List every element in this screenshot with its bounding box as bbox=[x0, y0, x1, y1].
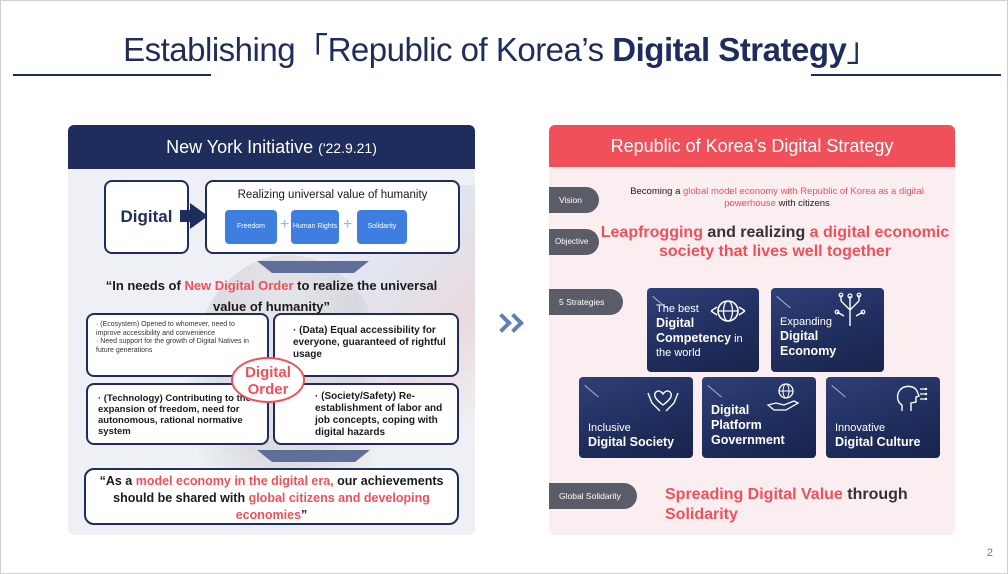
arrow-right-icon bbox=[180, 203, 208, 229]
objective-highlight-2: a digital economic society that lives we… bbox=[658, 224, 950, 260]
tile-label: Expanding Digital Economy bbox=[780, 315, 836, 359]
tile-accent-line bbox=[831, 385, 846, 398]
global-text-b: through bbox=[842, 486, 908, 503]
tile-label: The best Digital Competency in the world bbox=[656, 302, 743, 360]
order-line2: Order bbox=[247, 381, 289, 398]
quote1-text-b: to realize the universal value of humani… bbox=[212, 278, 438, 314]
strategy-tile-digital-society: Inclusive Digital Society bbox=[579, 377, 693, 458]
plus-icon: + bbox=[280, 216, 290, 233]
value-solidarity: Solidarity bbox=[357, 210, 407, 244]
objective-text-b: and realizing bbox=[702, 224, 810, 241]
quote2-text-a: “As a bbox=[99, 474, 136, 488]
title-bold: Digital Strategy bbox=[612, 31, 847, 68]
ecosystem-cell: · (Ecosystem) Opened to whomever, need t… bbox=[86, 313, 269, 377]
tile-label: Digital Platform Government bbox=[711, 403, 785, 448]
hand-globe-icon bbox=[766, 381, 802, 417]
quote2-highlight-1: model economy in the digital era, bbox=[135, 474, 334, 488]
tile1-bottom: the world bbox=[656, 347, 701, 359]
strategy-tile-digital-competency: The best Digital Competency in the world bbox=[647, 288, 759, 372]
order-line1: Digital bbox=[245, 364, 291, 381]
down-arrow-icon bbox=[257, 261, 369, 345]
new-york-initiative-panel: New York Initiative ('22.9.21) Digital R… bbox=[68, 125, 475, 535]
vision-highlight: global model economy with Republic of Ko… bbox=[683, 186, 924, 209]
digital-box: Digital bbox=[104, 180, 189, 254]
circuit-icon bbox=[833, 292, 867, 332]
plus-icon: + bbox=[343, 216, 353, 233]
global-solidarity-text: Spreading Digital Value through Solidari… bbox=[665, 485, 955, 525]
korea-digital-strategy-panel: Republic of Korea’s Digital Strategy Vis… bbox=[549, 125, 955, 535]
objective-text: Leapfrogging and realizing a digital eco… bbox=[595, 223, 955, 261]
global-highlight-2: Solidarity bbox=[665, 506, 738, 523]
left-panel-header: New York Initiative ('22.9.21) bbox=[68, 125, 475, 169]
title-prefix: Establishing「Republic of Korea’s bbox=[123, 31, 613, 68]
value-human-rights: Human Rights bbox=[291, 210, 339, 244]
tile2-bold2: Economy bbox=[780, 344, 837, 358]
page-number: 2 bbox=[986, 547, 993, 559]
value-title: Realizing universal value of humanity bbox=[237, 189, 428, 201]
digital-order-quote: “In needs of New Digital Order to realiz… bbox=[88, 275, 455, 317]
tile1-top: The best bbox=[656, 303, 699, 315]
quote2-text-b: our achievements should be shared with bbox=[113, 474, 444, 505]
quote2-highlight-2: global citizens and developing economies bbox=[235, 491, 430, 522]
value-freedom: Freedom bbox=[225, 210, 277, 244]
tile4-bold3: Government bbox=[711, 433, 785, 447]
vision-tag: Vision bbox=[549, 187, 599, 213]
vision-text-b: with citizens bbox=[775, 198, 830, 209]
right-panel-header: Republic of Korea’s Digital Strategy bbox=[549, 125, 955, 167]
society-safety-cell: · (Society/Safety) Re-establishment of l… bbox=[273, 383, 459, 445]
title-rule-left bbox=[13, 74, 211, 76]
tile4-bold2: Platform bbox=[711, 418, 762, 432]
tile4-bold1: Digital bbox=[711, 403, 750, 417]
universal-value-box: Realizing universal value of humanity Fr… bbox=[205, 180, 460, 254]
title-suffix: 」 bbox=[846, 31, 879, 68]
tile-accent-line bbox=[776, 296, 791, 309]
tile-label: Inclusive Digital Society bbox=[588, 421, 674, 450]
quote1-highlight: New Digital Order bbox=[184, 278, 294, 293]
strategy-tile-digital-economy: Expanding Digital Economy bbox=[771, 288, 884, 372]
tile2-top: Expanding bbox=[780, 316, 832, 328]
vision-text: Becoming a global model economy with Rep… bbox=[625, 186, 929, 210]
tile-accent-line bbox=[584, 385, 599, 398]
global-solidarity-tag: Global Solidarity bbox=[549, 483, 637, 509]
global-highlight-1: Spreading Digital Value bbox=[665, 486, 843, 503]
strategy-tile-digital-culture: Innovative Digital Culture bbox=[826, 377, 940, 458]
tile1-bold1: Digital bbox=[656, 316, 695, 330]
chevron-right-icon bbox=[504, 313, 524, 333]
tile2-bold1: Digital bbox=[780, 329, 819, 343]
left-header-title: New York Initiative bbox=[166, 137, 319, 157]
tile1-rest: in bbox=[731, 333, 743, 345]
tile-accent-line bbox=[707, 385, 722, 398]
down-arrow-icon bbox=[257, 450, 370, 534]
vision-text-a: Becoming a bbox=[630, 186, 683, 197]
quote2-text-c: ” bbox=[301, 508, 308, 522]
left-header-date: ('22.9.21) bbox=[318, 140, 377, 156]
tile1-bold2: Competency bbox=[656, 331, 732, 345]
strategy-tile-platform-government: Digital Platform Government bbox=[702, 377, 816, 458]
objective-tag: Objective bbox=[549, 229, 599, 255]
tile5-bold1: Digital Culture bbox=[835, 435, 921, 449]
heart-hands-icon bbox=[645, 385, 681, 419]
title-rule-right bbox=[811, 74, 1001, 76]
objective-highlight-1: Leapfrogging bbox=[600, 224, 703, 241]
tile-label: Innovative Digital Culture bbox=[835, 421, 920, 450]
quote1-text-a: “In needs of bbox=[105, 278, 185, 293]
page-title: Establishing「Republic of Korea’s Digital… bbox=[121, 23, 881, 71]
ai-head-icon bbox=[892, 383, 928, 419]
data-cell: · (Data) Equal accessibility for everyon… bbox=[273, 313, 459, 377]
model-economy-quote: “As a model economy in the digital era, … bbox=[84, 468, 459, 525]
tile3-top: Inclusive bbox=[588, 422, 631, 434]
globe-icon bbox=[709, 298, 747, 328]
tile5-top: Innovative bbox=[835, 422, 886, 434]
strategies-tag: 5 Strategies bbox=[549, 289, 623, 315]
tile3-bold1: Digital Society bbox=[588, 435, 675, 449]
